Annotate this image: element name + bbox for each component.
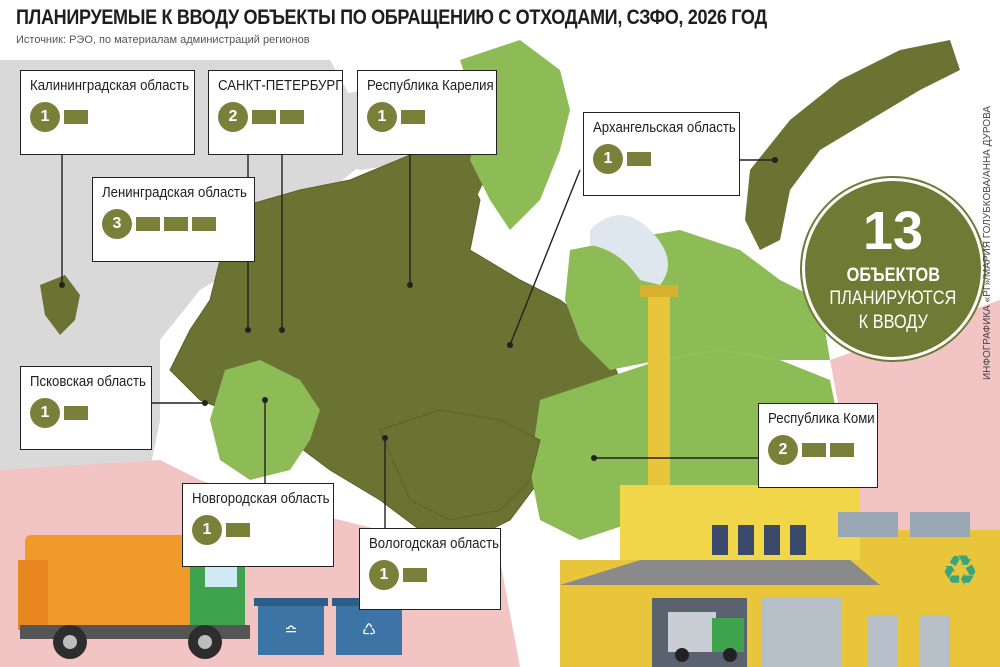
object-count-row: 1: [369, 560, 491, 590]
object-mark: [136, 217, 160, 231]
region-arkhangelsk-light: [565, 230, 830, 370]
region-name: Калининградская область: [30, 77, 189, 94]
summary-line-2: К ВВОДУ: [858, 312, 928, 333]
object-mark: [802, 443, 826, 457]
object-mark: [830, 443, 854, 457]
object-mark: [252, 110, 276, 124]
object-count-badge: 1: [367, 102, 397, 132]
recycle-icon: ♻: [941, 546, 979, 595]
label-komi: Республика Коми 2: [758, 403, 878, 488]
summary-circle: 13 ОБЪЕКТОВ ПЛАНИРУЮТСЯ К ВВОДУ: [802, 178, 984, 360]
object-count-badge: 1: [369, 560, 399, 590]
object-count-badge: 1: [593, 144, 623, 174]
label-karelia: Республика Карелия 1: [357, 70, 497, 155]
summary-line-1: ПЛАНИРУЮТСЯ: [829, 288, 957, 309]
region-name: Республика Коми: [768, 410, 875, 427]
object-count-row: 1: [593, 144, 730, 174]
region-name: САНКТ-ПЕТЕРБУРГ: [218, 77, 343, 94]
region-name: Архангельская область: [593, 119, 736, 136]
factory-icon: [560, 215, 1000, 667]
label-leningrad-oblast: Ленинградская область 3: [92, 177, 255, 262]
object-count-row: 3: [102, 209, 245, 239]
object-count-badge: 2: [768, 435, 798, 465]
label-pskov: Псковская область 1: [20, 366, 152, 450]
small-truck-icon: [668, 612, 744, 662]
label-kaliningrad: Калининградская область 1: [20, 70, 195, 155]
leader-dots: [59, 157, 778, 461]
region-novaya-zemlya: [745, 40, 960, 250]
object-count-badge: 1: [192, 515, 222, 545]
summary-number: 13: [862, 201, 924, 261]
page-title: ПЛАНИРУЕМЫЕ К ВВОДУ ОБЪЕКТЫ ПО ОБРАЩЕНИЮ…: [16, 6, 767, 29]
summary-objects-label: ОБЪЕКТОВ: [846, 265, 940, 286]
object-count-badge: 1: [30, 102, 60, 132]
object-count-badge: 2: [218, 102, 248, 132]
object-mark: [164, 217, 188, 231]
region-name: Новгородская область: [192, 490, 330, 507]
region-name: Ленинградская область: [102, 184, 247, 201]
credit-line: ИНФОГРАФИКА «РГ»/МАРИЯ ГОЛУБКОВА/АННА ДУ…: [982, 105, 993, 380]
garbage-truck-icon: [18, 535, 250, 659]
object-mark: [403, 568, 427, 582]
object-mark: [627, 152, 651, 166]
label-arkhangelsk: Архангельская область 1: [583, 112, 740, 196]
object-count-row: 1: [30, 398, 142, 428]
object-mark: [192, 217, 216, 231]
region-kaliningrad: [40, 275, 80, 335]
object-mark: [64, 110, 88, 124]
svg-text:♺: ♺: [362, 620, 376, 639]
label-saint-petersburg: САНКТ-ПЕТЕРБУРГ 2: [208, 70, 343, 155]
object-count-row: 1: [367, 102, 487, 132]
svg-text:≏: ≏: [284, 620, 297, 639]
region-name: Псковская область: [30, 373, 146, 390]
region-vologda: [379, 409, 541, 521]
region-name: Вологодская область: [369, 535, 500, 552]
region-komi-light: [530, 350, 840, 540]
object-mark: [64, 406, 88, 420]
object-mark: [401, 110, 425, 124]
svg-text:♻: ♻: [941, 546, 979, 595]
object-count-row: 2: [218, 102, 333, 132]
object-count-badge: 3: [102, 209, 132, 239]
region-name: Республика Карелия: [367, 77, 494, 94]
source-note: Источник: РЭО, по материалам администрац…: [16, 34, 310, 46]
object-count-badge: 1: [30, 398, 60, 428]
object-count-row: 1: [30, 102, 185, 132]
object-count-row: 1: [192, 515, 324, 545]
label-vologda: Вологодская область 1: [359, 528, 501, 610]
label-novgorod: Новгородская область 1: [182, 483, 334, 567]
object-mark: [226, 523, 250, 537]
object-mark: [280, 110, 304, 124]
object-count-row: 2: [768, 435, 868, 465]
